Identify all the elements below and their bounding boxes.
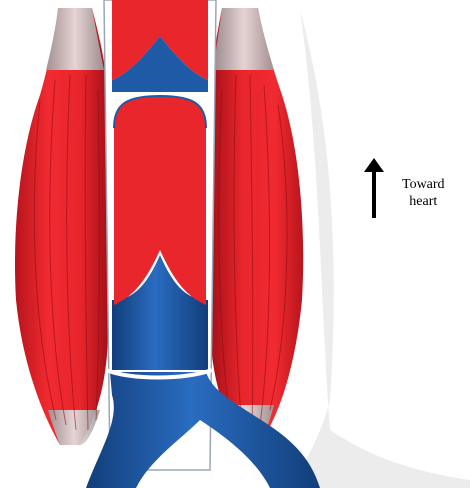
label-line-2: heart [402,193,445,210]
direction-label: Toward heart [360,158,470,228]
right-muscle [210,8,303,440]
up-arrow-icon [360,158,390,222]
toward-heart-label: Toward heart [402,176,445,210]
label-line-1: Toward [402,176,445,193]
left-muscle [15,8,108,445]
